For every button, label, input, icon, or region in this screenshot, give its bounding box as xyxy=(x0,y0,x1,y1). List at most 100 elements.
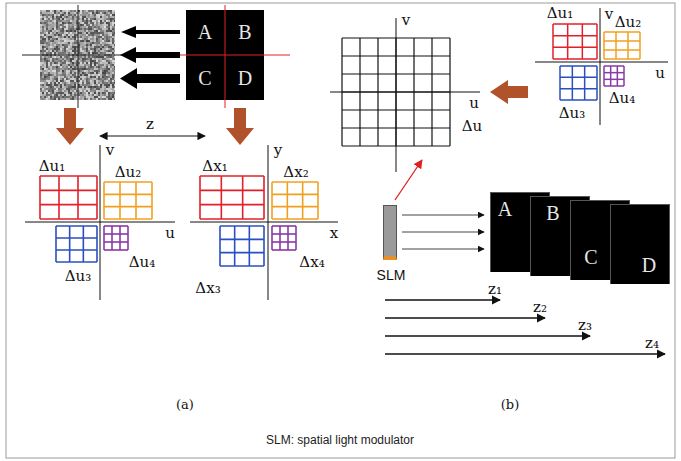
speckle-dot xyxy=(50,60,52,62)
speckle-dot xyxy=(86,50,88,52)
speckle-dot xyxy=(96,94,98,96)
speckle-dot xyxy=(92,16,94,18)
speckle-dot xyxy=(56,22,58,24)
speckle-dot xyxy=(64,92,66,94)
speckle-dot xyxy=(56,28,58,30)
speckle-dot xyxy=(86,92,88,94)
speckle-dot xyxy=(48,32,50,34)
panel-label: (a) xyxy=(176,398,194,412)
speckle-dot xyxy=(90,80,92,82)
speckle-dot xyxy=(60,92,62,94)
speckle-dot xyxy=(44,48,46,50)
speckle-dot xyxy=(86,76,88,78)
speckle-dot xyxy=(100,44,102,46)
plane-letter: B xyxy=(546,202,559,224)
speckle-dot xyxy=(112,38,114,40)
speckle-dot xyxy=(106,14,108,16)
speckle-dot xyxy=(62,32,64,34)
speckle-dot xyxy=(56,68,58,70)
speckle-dot xyxy=(96,28,98,30)
speckle-dot xyxy=(58,36,60,38)
speckle-dot xyxy=(50,58,52,60)
speckle-dot xyxy=(70,18,72,20)
plane-letter: A xyxy=(498,198,512,220)
speckle-dot xyxy=(96,74,98,76)
speckle-dot xyxy=(54,94,56,96)
speckle-dot xyxy=(46,76,48,78)
speckle-dot xyxy=(44,72,46,74)
speckle-dot xyxy=(62,92,64,94)
grid-line xyxy=(604,79,624,81)
speckle-dot xyxy=(56,80,58,82)
speckle-dot xyxy=(106,48,108,50)
speckle-dot xyxy=(74,86,76,88)
speckle-dot xyxy=(54,80,56,82)
speckle-dot xyxy=(112,16,114,18)
speckle-dot xyxy=(44,44,46,46)
speckle-dot xyxy=(82,30,84,32)
speckle-dot xyxy=(82,78,84,80)
light-ray xyxy=(402,215,484,216)
speckle-dot xyxy=(114,64,115,66)
speckle-dot xyxy=(64,50,66,52)
speckle-dot xyxy=(112,88,114,90)
speckle-dot xyxy=(60,18,62,20)
speckle-dot xyxy=(104,70,106,72)
speckle-dot xyxy=(80,42,82,44)
speckle-dot xyxy=(90,56,92,58)
speckle-dot xyxy=(56,38,58,40)
speckle-dot xyxy=(104,72,106,74)
speckle-dot xyxy=(96,76,98,78)
speckle-dot xyxy=(62,24,64,26)
speckle-dot xyxy=(56,48,58,50)
speckle-dot xyxy=(96,66,98,68)
speckle-dot xyxy=(72,28,74,30)
speckle-dot xyxy=(48,22,50,24)
speckle-dot xyxy=(82,46,84,48)
speckle-dot xyxy=(102,96,104,98)
speckle-dot xyxy=(102,28,104,30)
panel-label: (b) xyxy=(501,398,519,412)
speckle-dot xyxy=(82,20,84,22)
speckle-dot xyxy=(84,86,86,88)
speckle-dot xyxy=(70,10,72,12)
speckle-dot xyxy=(46,68,48,70)
speckle-dot xyxy=(62,18,64,20)
speckle-dot xyxy=(108,32,110,34)
speckle-dot xyxy=(94,28,96,30)
speckle-dot xyxy=(62,20,64,22)
speckle-dot xyxy=(74,30,76,32)
speckle-dot xyxy=(52,82,54,84)
speckle-dot xyxy=(90,68,92,70)
speckle-dot xyxy=(94,88,96,90)
speckle-dot xyxy=(60,58,62,60)
speckle-dot xyxy=(66,52,68,54)
speckle-dot xyxy=(92,20,94,22)
speckle-dot xyxy=(80,70,82,72)
speckle-dot xyxy=(98,44,100,46)
speckle-dot xyxy=(56,92,58,94)
speckle-dot xyxy=(48,46,50,48)
speckle-dot xyxy=(92,48,94,50)
speckle-dot xyxy=(68,32,70,34)
speckle-dot xyxy=(84,72,86,74)
grid-line xyxy=(553,58,597,60)
speckle-dot xyxy=(80,98,82,100)
speckle-dot xyxy=(52,88,54,90)
speckle-dot xyxy=(52,72,54,74)
speckle-dot xyxy=(66,92,68,94)
speckle-dot xyxy=(48,52,50,54)
speckle-dot xyxy=(70,92,72,94)
speckle-dot xyxy=(72,26,74,28)
speckle-dot xyxy=(110,32,112,34)
speckle-dot xyxy=(104,80,106,82)
speckle-dot xyxy=(68,60,70,62)
axis-line xyxy=(78,5,79,108)
speckle-dot xyxy=(98,16,100,18)
speckle-dot xyxy=(92,58,94,60)
speckle-dot xyxy=(82,64,84,66)
speckle-dot xyxy=(50,28,52,30)
speckle-dot xyxy=(80,68,82,70)
speckle-dot xyxy=(72,30,74,32)
speckle-dot xyxy=(108,60,110,62)
